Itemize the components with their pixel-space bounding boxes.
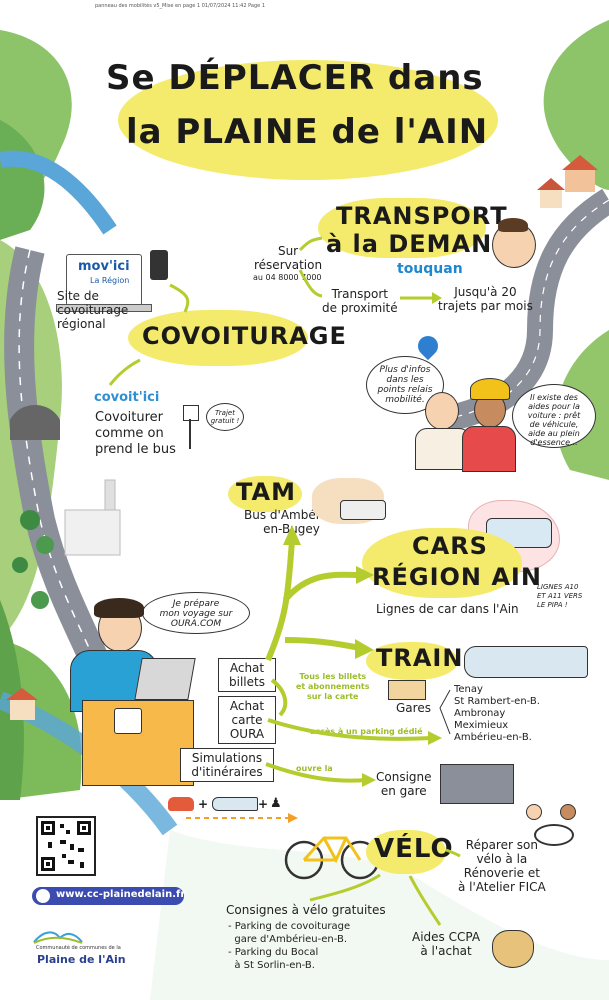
velo-reparer: Réparer son vélo à la Rénoverie et à l'A…	[458, 838, 546, 894]
cars-title-line1: CARS	[412, 532, 488, 560]
bike-locker-icon	[440, 764, 514, 804]
train-icon	[464, 646, 588, 678]
gare-item: Meximieux	[454, 720, 509, 731]
logo-small-text: Communauté de communes de la	[36, 945, 121, 951]
movici-logo: mov'ici	[78, 259, 130, 274]
tad-trajets: Jusqu'à 20 trajets par mois	[438, 285, 533, 313]
gares-list: Tenay St Rambert-en-B. Ambronay Meximieu…	[454, 684, 540, 744]
plaine-ain-logo-icon	[33, 931, 83, 944]
title-line2: la PLAINE de l'AIN	[126, 112, 489, 152]
station-icon	[388, 680, 426, 700]
tad-title-line1: TRANSPORT	[336, 202, 508, 230]
repair-person-head	[526, 804, 542, 820]
gares-label: Gares	[396, 701, 431, 715]
velo-consignes-title: Consignes à vélo gratuites	[226, 903, 386, 917]
tous-billets-note: Tous les billets et abonnements sur la c…	[296, 672, 370, 701]
tad-reservation: Sur réservation	[254, 244, 323, 272]
covoitici-text: Covoiturer comme on prend le bus	[95, 410, 176, 457]
print-header: panneau des mobilités v5_Mise en page 1 …	[95, 3, 265, 9]
walker-icon: ♟	[270, 796, 282, 811]
tad-proximite: Transport de proximité	[322, 287, 398, 315]
elder-man-face	[425, 392, 459, 430]
oura-bubble: Je prépare mon voyage sur OURA.COM	[142, 592, 250, 634]
velo-title: VÉLO	[374, 834, 454, 864]
velo-blob	[366, 830, 446, 874]
train-blob	[366, 642, 458, 680]
url-pill[interactable]	[32, 887, 184, 905]
logo-name: Plaine de l'Ain	[37, 953, 126, 966]
qr-pattern-icon	[41, 821, 91, 871]
phone-person-hair	[498, 218, 528, 232]
touquan-logo: touquan	[397, 261, 463, 277]
parking-note: accès à un parking dédié	[310, 727, 423, 736]
qr-code[interactable]	[36, 816, 96, 876]
covoit-site: Site de covoiturage régional	[57, 289, 129, 331]
velo-aides: Aides CCPA à l'achat	[412, 930, 481, 958]
achat-carte-box: Achat carte OURA	[218, 696, 276, 744]
woman-headscarf	[470, 378, 510, 400]
site-url-link[interactable]: www.cc-plainedelain.fr	[56, 889, 186, 900]
woman-body	[462, 426, 516, 472]
gare-item: Tenay	[454, 684, 483, 695]
oura-card-icon	[114, 708, 142, 734]
tad-phone: au 04 8000 7000	[253, 273, 322, 282]
phone-icon	[150, 250, 168, 280]
infos-label: + d'infos en ligne	[35, 803, 124, 813]
plus-icon: +	[258, 797, 269, 811]
lignes-note: LIGNES A10 ET A11 VERS LE PIPA !	[537, 583, 583, 609]
ouvre-note: ouvre la	[296, 764, 333, 773]
covoit-title: COVOITURAGE	[142, 322, 347, 350]
covoit-stop-pole	[189, 419, 191, 449]
plus-icon: +	[198, 797, 209, 811]
velo-consigne-item: - Parking de covoiturage gare d'Ambérieu…	[228, 921, 351, 945]
covoit-stop-sign-icon	[183, 405, 199, 421]
globe-icon	[36, 889, 50, 903]
achat-billets-box: Achat billets	[218, 658, 276, 692]
title-line1: Se DÉPLACER dans	[106, 58, 484, 98]
consigne-text: Consigne en gare	[376, 770, 432, 798]
gare-item: St Rambert-en-B.	[454, 696, 540, 707]
cars-text: Lignes de car dans l'Ain	[376, 602, 519, 616]
gare-item: Ambérieu-en-B.	[454, 732, 532, 743]
bicycle-icon	[284, 836, 380, 880]
movici-sub: La Région	[90, 276, 130, 285]
tam-blob	[228, 476, 302, 512]
relais-bubble: Plus d'infos dans les points relais mobi…	[366, 356, 444, 414]
small-train-icon	[212, 797, 258, 811]
car-icon	[168, 797, 194, 811]
laptop-base	[56, 304, 152, 312]
tam-title: TAM	[236, 478, 296, 506]
aides-bubble: Il existe des aides pour la voiture : pr…	[512, 384, 596, 448]
money-bag-icon	[492, 930, 534, 968]
simulations-box: Simulations d'itinéraires	[180, 748, 274, 782]
user-hair	[94, 598, 144, 618]
sign-bubble: Trajet gratuit !	[206, 403, 244, 431]
covoitici-logo: covoit'ici	[94, 390, 160, 405]
bus-icon	[340, 500, 386, 520]
velo-consignes-list: - Parking de covoiturage gare d'Ambérieu…	[228, 920, 350, 972]
repair-person-head	[560, 804, 576, 820]
velo-consigne-item: - Parking du Bocal à St Sorlin-en-B.	[228, 947, 319, 971]
cars-title-line2: RÉGION AIN	[372, 563, 542, 591]
tad-blob	[318, 198, 486, 258]
repair-bike-wheel	[534, 824, 574, 846]
title-blob	[118, 60, 498, 180]
repair-people-illustration	[520, 800, 584, 846]
train-title: TRAIN	[376, 644, 464, 672]
cars-blob	[362, 528, 522, 598]
gare-item: Ambronay	[454, 708, 506, 719]
covoit-blob	[128, 310, 308, 366]
